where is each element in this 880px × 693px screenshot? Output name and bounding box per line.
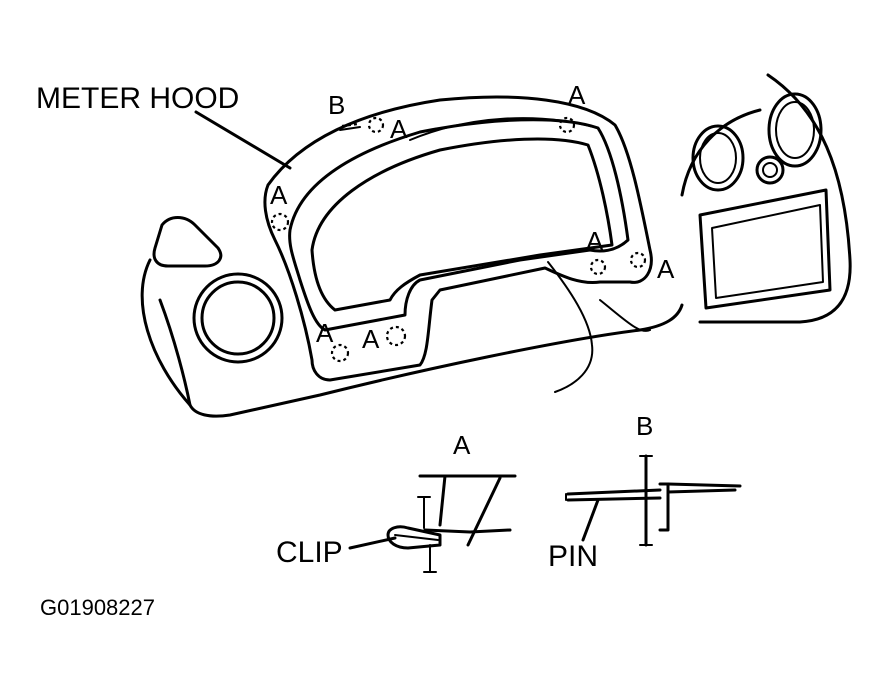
detail-a-title: A	[453, 430, 471, 460]
clip-location	[629, 251, 647, 269]
clip-label-a: A	[586, 226, 604, 256]
detail-a-clip: A	[348, 430, 517, 573]
pin-location	[339, 122, 361, 131]
center-round-vents	[691, 92, 823, 192]
meter-hood	[263, 95, 653, 382]
left-round-vent	[192, 272, 284, 364]
clip-location	[367, 116, 385, 134]
clip-label-a: A	[568, 80, 586, 110]
clip-location	[270, 212, 290, 232]
clip-label-a: A	[270, 180, 288, 210]
clip-location	[385, 325, 407, 347]
clip-locations	[270, 116, 647, 363]
center-panel-opening	[698, 188, 832, 310]
detail-b-title: B	[636, 411, 653, 441]
clip-callout: CLIP	[276, 536, 343, 569]
clip-label-a: A	[657, 254, 675, 284]
pin-callout: PIN	[548, 540, 598, 573]
clip-location	[330, 343, 350, 363]
clip-location	[589, 258, 607, 276]
clip-label-a: A	[316, 318, 334, 348]
left-side-vent	[152, 216, 223, 268]
detail-b-pin: B	[565, 411, 742, 547]
meter-hood-label: METER HOOD	[36, 82, 239, 115]
clip-label-a: A	[362, 324, 380, 354]
clip-label-a: A	[390, 114, 408, 144]
clip-location	[558, 116, 576, 134]
figure-id: G01908227	[40, 595, 155, 620]
dashboard-body	[140, 73, 852, 418]
meter-hood-leader	[194, 110, 292, 170]
pin-label-b: B	[328, 90, 345, 120]
